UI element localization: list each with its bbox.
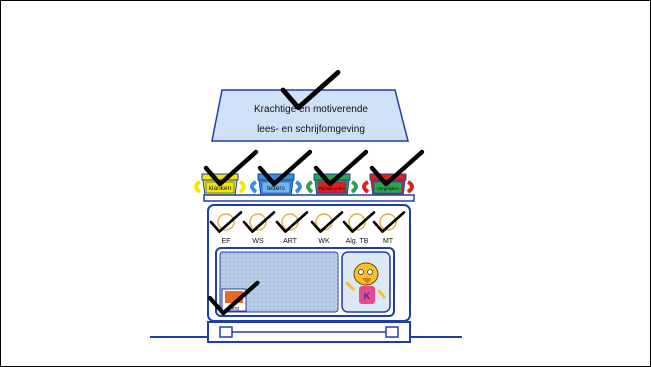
stove-top (204, 195, 414, 201)
oven-foot-right (386, 327, 398, 337)
drawer-label: EF (222, 238, 231, 245)
pot-label: Vergelijken (377, 186, 400, 191)
oven-foot-left (220, 327, 232, 337)
svg-text:K: K (364, 291, 371, 301)
drawer-label: MT (383, 238, 394, 245)
pot-label: Rijmwoorden (319, 186, 346, 191)
drawer-label: WK (318, 238, 330, 245)
pot-label: letters (267, 185, 285, 192)
drawer-label: WS (252, 238, 264, 245)
drawer-label: ART (283, 238, 298, 245)
drawer-label: Alg. TB (346, 238, 369, 245)
banner-line-1: Krachtige en motiverende (254, 104, 368, 115)
banner-line-2: lees- en schrijfomgeving (257, 124, 365, 135)
